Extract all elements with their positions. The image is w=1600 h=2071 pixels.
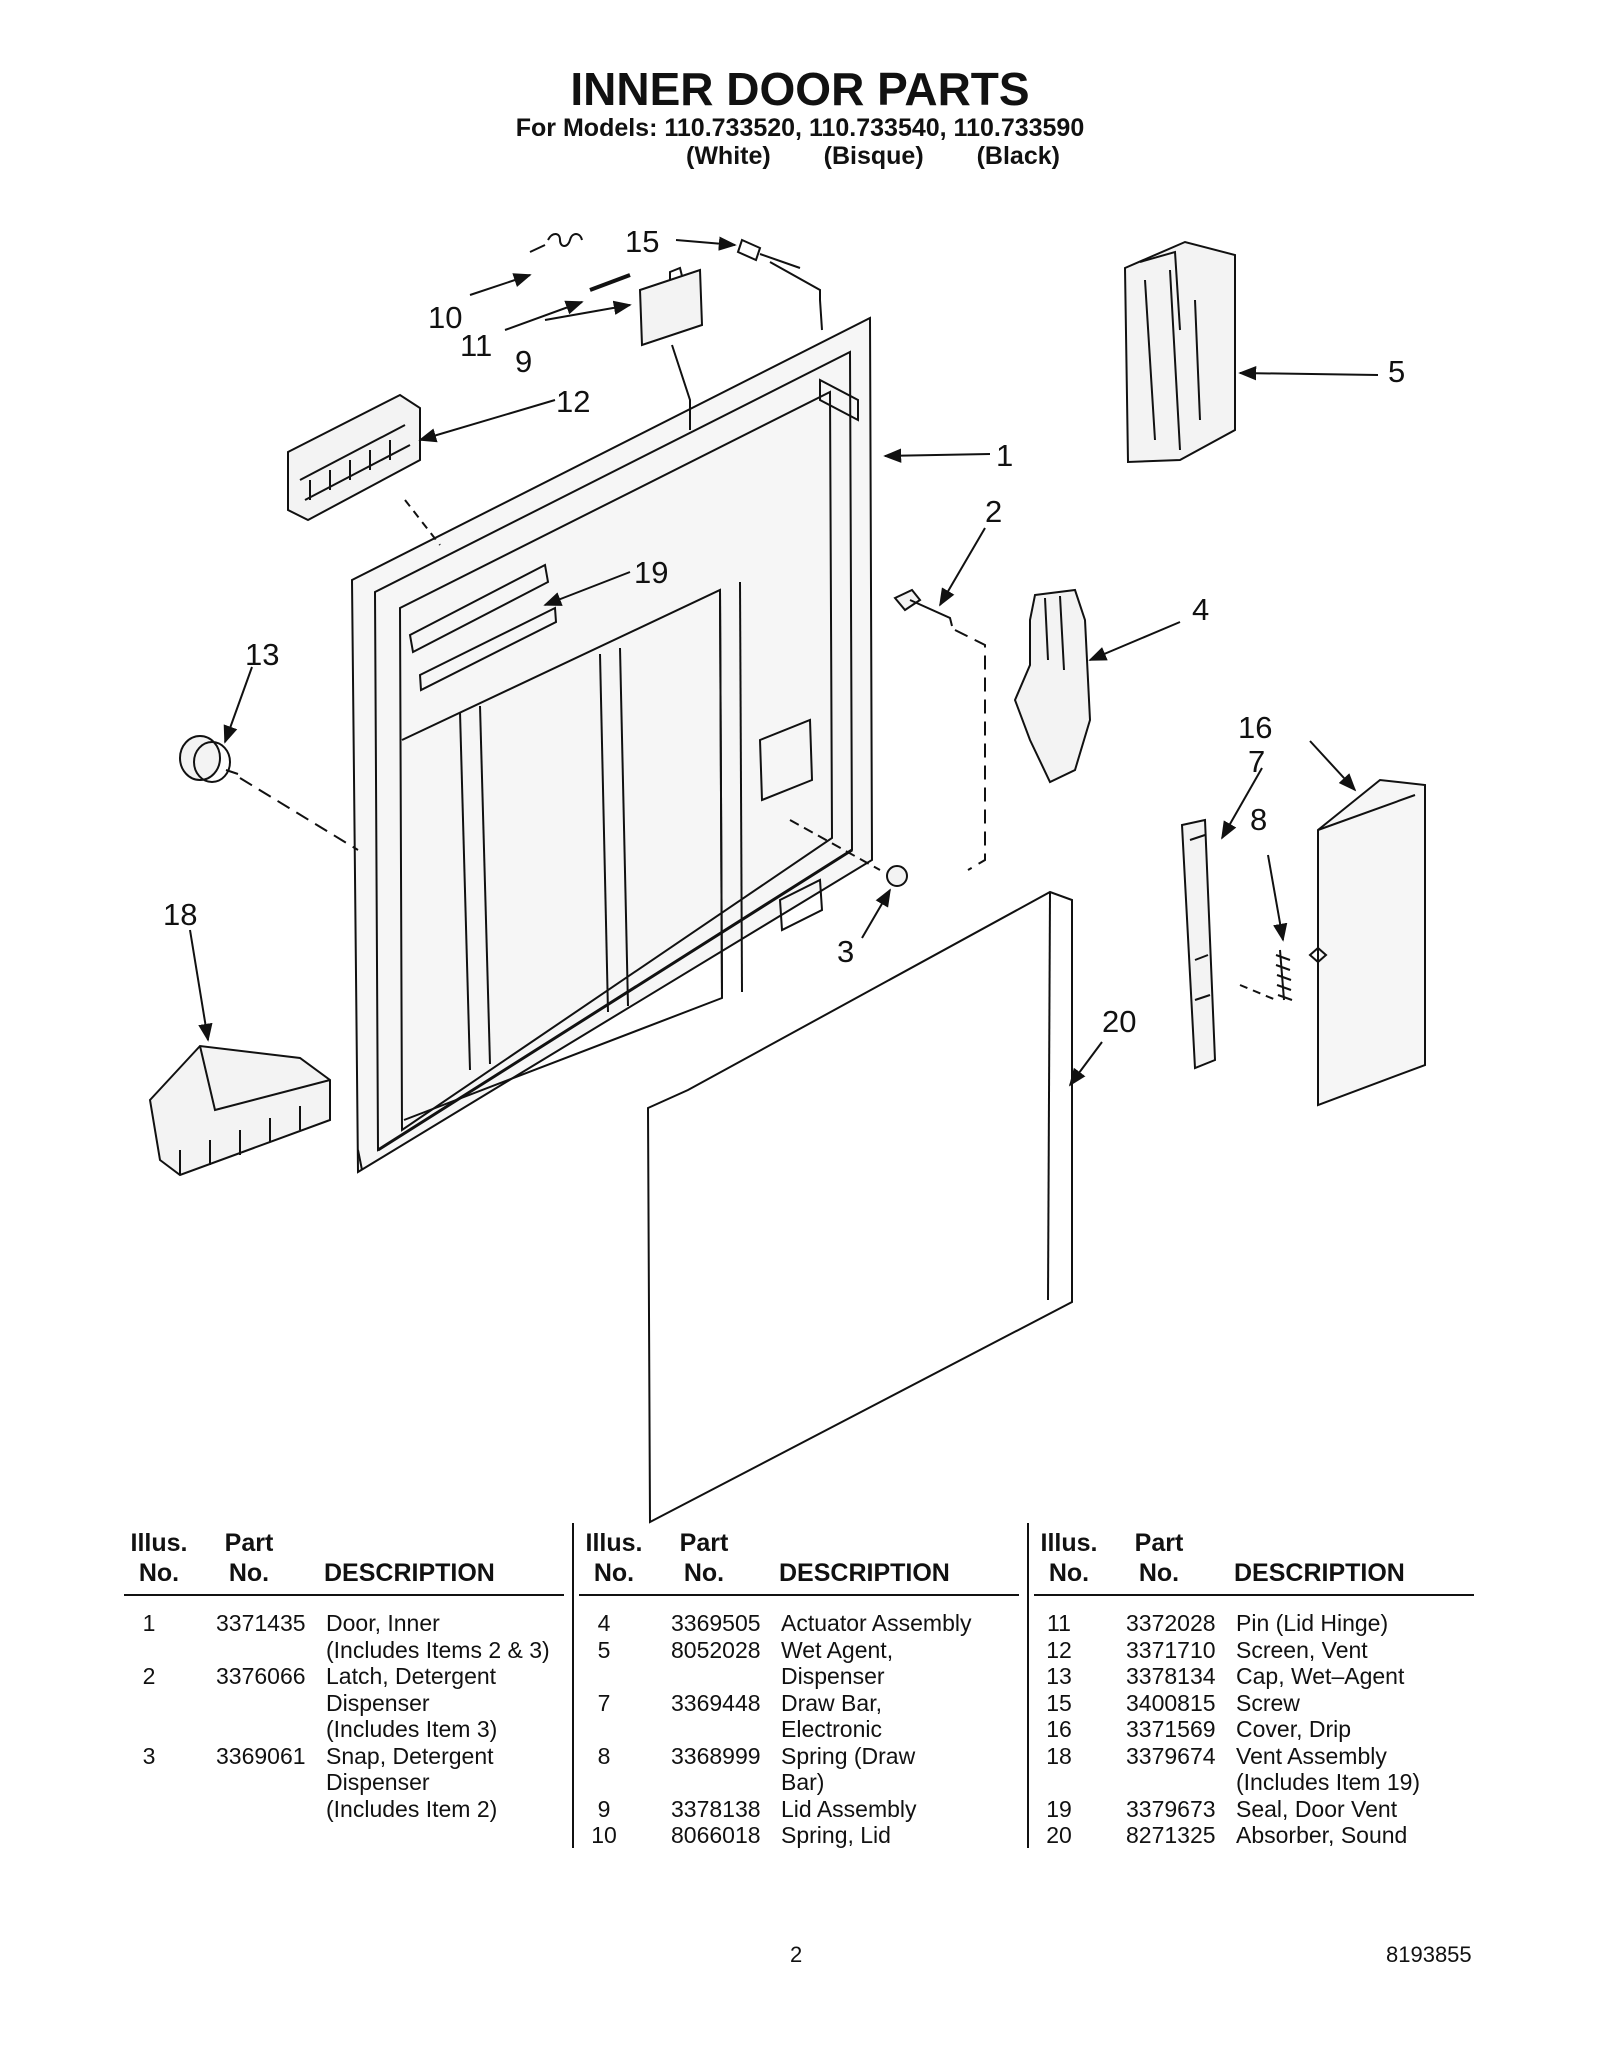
lid-hinge-pin-drawing: [589, 273, 631, 292]
exploded-parts-diagram: 1 2 3 4 5 7 8 9 10 11 12 13 15 16 18 19 …: [148, 224, 1426, 1524]
column-divider: [1027, 1523, 1029, 1848]
color-bisque: (Bisque): [823, 142, 924, 170]
callout-3: 3: [837, 934, 854, 969]
page-number: 2: [790, 1942, 803, 1967]
callout-18: 18: [163, 897, 197, 932]
illus-no-header: Illus.No.: [1040, 1529, 1098, 1587]
callout-8: 8: [1250, 802, 1267, 837]
lid-assembly-drawing: [638, 266, 704, 430]
callout-15: 15: [625, 224, 659, 259]
callout-10: 10: [428, 300, 462, 335]
color-black: (Black): [976, 142, 1060, 170]
illus-no-header: Illus.No.: [585, 1529, 643, 1587]
header-rule: [124, 1594, 564, 1596]
sound-absorber-drawing: [646, 890, 1073, 1524]
column-divider: [572, 1523, 574, 1848]
wet-agent-cap-drawing: [179, 735, 359, 851]
document-number: 8193855: [1386, 1942, 1472, 1967]
callout-20: 20: [1102, 1004, 1136, 1039]
callout-1: 1: [996, 438, 1013, 473]
wet-agent-dispenser-drawing: [1123, 240, 1236, 464]
description-header: DESCRIPTION: [324, 1559, 495, 1587]
callout-5: 5: [1388, 354, 1405, 389]
callout-19: 19: [634, 555, 668, 590]
draw-bar-spring-drawing: [1239, 949, 1293, 1001]
model-colors: (White) (Bisque) (Black): [686, 142, 1106, 171]
header-rule: [579, 1594, 1019, 1596]
illus-no-header: Illus.No.: [130, 1529, 188, 1587]
drip-cover-drawing: [1308, 778, 1426, 1107]
page-title: INNER DOOR PARTS: [570, 63, 1030, 115]
callout-11: 11: [460, 328, 492, 363]
callout-16: 16: [1238, 710, 1272, 745]
callout-13: 13: [245, 637, 279, 672]
inner-door-drawing: [350, 316, 874, 1174]
vent-assembly-drawing: [148, 1044, 331, 1177]
lid-spring-drawing: [529, 233, 583, 253]
callout-9: 9: [515, 344, 532, 379]
callout-7: 7: [1248, 744, 1265, 779]
color-white: (White): [686, 142, 771, 170]
callout-2: 2: [985, 494, 1002, 529]
snap-drawing: [789, 819, 908, 887]
description-header: DESCRIPTION: [1234, 1559, 1405, 1587]
screw-drawing: [736, 238, 823, 331]
draw-bar-drawing: [1180, 818, 1217, 1070]
latch-drawing: [893, 588, 986, 871]
screen-vent-drawing: [287, 393, 441, 546]
model-numbers: For Models: 110.733520, 110.733540, 110.…: [515, 114, 1085, 142]
callout-12: 12: [556, 384, 590, 419]
actuator-assembly-drawing: [1013, 588, 1092, 784]
header-rule: [1034, 1594, 1474, 1596]
callout-4: 4: [1192, 592, 1209, 627]
description-header: DESCRIPTION: [779, 1559, 950, 1587]
